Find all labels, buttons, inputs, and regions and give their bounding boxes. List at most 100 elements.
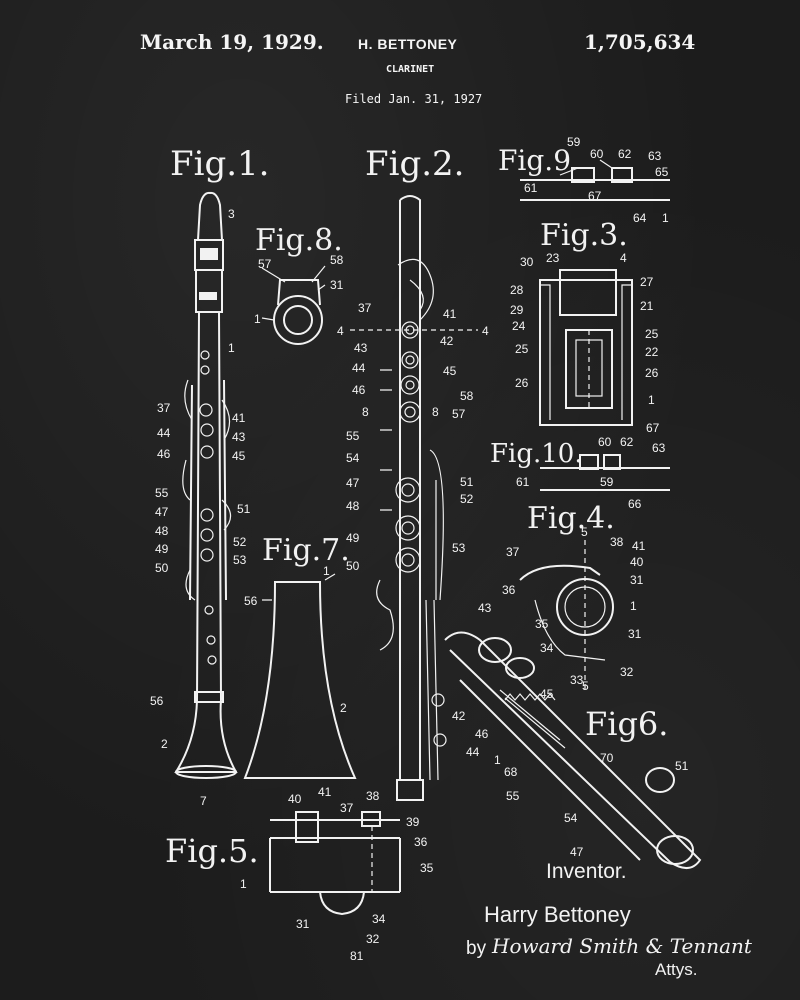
svg-text:40: 40	[288, 792, 302, 806]
svg-text:34: 34	[540, 641, 554, 655]
svg-text:8: 8	[432, 405, 439, 419]
svg-text:2: 2	[340, 701, 347, 715]
svg-text:44: 44	[352, 361, 366, 375]
svg-text:55: 55	[506, 789, 520, 803]
svg-text:52: 52	[460, 492, 474, 506]
svg-text:50: 50	[155, 561, 169, 575]
svg-text:35: 35	[420, 861, 434, 875]
svg-text:4: 4	[482, 324, 489, 338]
svg-text:61: 61	[524, 181, 538, 195]
svg-text:42: 42	[452, 709, 466, 723]
svg-text:45: 45	[232, 449, 246, 463]
svg-text:2: 2	[161, 737, 168, 751]
svg-text:45: 45	[540, 687, 554, 701]
fig8-ring-drawing: 57 58 31 1	[254, 253, 344, 345]
svg-text:60: 60	[590, 147, 604, 161]
svg-text:57: 57	[258, 257, 272, 271]
svg-text:81: 81	[350, 949, 364, 963]
svg-text:33: 33	[570, 673, 584, 687]
svg-text:51: 51	[460, 475, 474, 489]
svg-text:22: 22	[645, 345, 659, 359]
svg-text:68: 68	[504, 765, 518, 779]
svg-text:57: 57	[452, 407, 466, 421]
svg-text:50: 50	[346, 559, 360, 573]
svg-text:21: 21	[640, 299, 654, 313]
svg-text:48: 48	[155, 524, 169, 538]
fig7-label: Fig.7.	[262, 533, 350, 568]
svg-text:58: 58	[460, 389, 474, 403]
svg-text:3: 3	[228, 207, 235, 221]
fig2-label: Fig.2.	[365, 144, 464, 184]
svg-text:30: 30	[520, 255, 534, 269]
svg-text:43: 43	[354, 341, 368, 355]
patent-title: CLARINET	[386, 64, 435, 75]
svg-text:28: 28	[510, 283, 524, 297]
svg-text:47: 47	[155, 505, 169, 519]
svg-text:70: 70	[600, 751, 614, 765]
svg-text:52: 52	[233, 535, 247, 549]
svg-text:51: 51	[237, 502, 251, 516]
svg-text:65: 65	[655, 165, 669, 179]
svg-text:31: 31	[630, 573, 644, 587]
svg-text:41: 41	[632, 539, 646, 553]
svg-text:7: 7	[200, 794, 207, 808]
svg-text:55: 55	[155, 486, 169, 500]
patent-number: 1,705,634	[584, 30, 696, 54]
svg-text:26: 26	[645, 366, 659, 380]
svg-text:39: 39	[406, 815, 420, 829]
inventor-name: Harry Bettoney	[484, 902, 631, 927]
svg-text:29: 29	[510, 303, 524, 317]
svg-text:34: 34	[372, 912, 386, 926]
fig10-label: Fig.10.	[490, 439, 583, 469]
fig5-section-drawing: 40 41 37 38 39 36 35 1 31 34 32 81	[240, 785, 434, 963]
svg-text:62: 62	[620, 435, 634, 449]
svg-text:1: 1	[254, 312, 261, 326]
svg-text:37: 37	[358, 301, 372, 315]
fig4-key-section-drawing: 5 38 41 37 40 31 36 1 35 31 34 32 33 5	[502, 525, 646, 693]
svg-text:49: 49	[346, 531, 360, 545]
svg-text:31: 31	[296, 917, 310, 931]
svg-text:36: 36	[414, 835, 428, 849]
svg-text:55: 55	[346, 429, 360, 443]
svg-text:56: 56	[244, 594, 258, 608]
fig2-upper-joint-drawing: 4 4	[337, 195, 489, 801]
svg-text:60: 60	[598, 435, 612, 449]
svg-text:43: 43	[478, 601, 492, 615]
fig8-label: Fig.8.	[255, 223, 343, 258]
svg-text:63: 63	[652, 441, 666, 455]
fig3-label: Fig.3.	[540, 218, 628, 253]
svg-text:67: 67	[588, 189, 602, 203]
svg-text:54: 54	[346, 451, 360, 465]
svg-text:5: 5	[582, 679, 589, 693]
inventor-label: Inventor.	[546, 860, 627, 883]
fig1-label: Fig.1.	[170, 144, 269, 184]
patent-filed-date: Filed Jan. 31, 1927	[345, 92, 483, 106]
svg-text:26: 26	[515, 376, 529, 390]
svg-text:25: 25	[645, 327, 659, 341]
fig10-key-detail-drawing: 60 62 67 63 61 59 66	[516, 421, 670, 511]
patent-inventor: H. BETTONEY	[358, 36, 458, 52]
fig9-label: Fig.9	[498, 144, 571, 177]
attys-label: Attys.	[655, 960, 698, 979]
svg-text:1: 1	[240, 877, 247, 891]
attorney-signature: Howard Smith & Tennant	[492, 934, 752, 958]
svg-text:47: 47	[346, 476, 360, 490]
svg-text:45: 45	[443, 364, 457, 378]
svg-text:38: 38	[610, 535, 624, 549]
svg-text:66: 66	[628, 497, 642, 511]
svg-text:1: 1	[228, 341, 235, 355]
svg-text:49: 49	[155, 542, 169, 556]
svg-text:8: 8	[362, 405, 369, 419]
svg-text:35: 35	[535, 617, 549, 631]
svg-text:25: 25	[515, 342, 529, 356]
svg-text:44: 44	[466, 745, 480, 759]
svg-text:27: 27	[640, 275, 654, 289]
svg-text:5: 5	[581, 525, 588, 539]
svg-text:59: 59	[567, 135, 581, 149]
svg-text:48: 48	[346, 499, 360, 513]
fig9-key-detail-drawing: 59 60 62 63 65 61 67 64 1	[520, 135, 670, 225]
svg-text:47: 47	[570, 845, 584, 859]
svg-text:58: 58	[330, 253, 344, 267]
svg-text:1: 1	[494, 753, 501, 767]
fig1-clarinet-drawing	[174, 191, 238, 779]
